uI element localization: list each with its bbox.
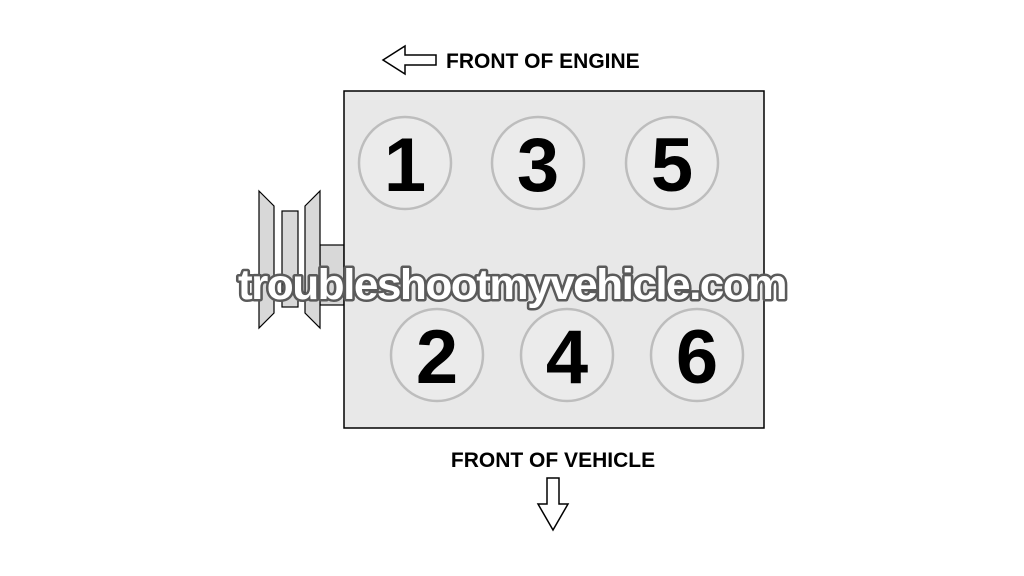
arrow-left-icon — [381, 44, 437, 76]
watermark-text: troubleshootmyvehicle.com — [238, 261, 786, 309]
front-of-vehicle-label: FRONT OF VEHICLE — [451, 449, 655, 472]
cylinder-3: 3 — [490, 115, 586, 211]
cylinder-1: 1 — [357, 115, 453, 211]
cylinder-5: 5 — [624, 115, 720, 211]
cylinder-6: 6 — [649, 307, 745, 403]
cylinder-number: 4 — [546, 315, 588, 400]
cylinder-4: 4 — [519, 307, 615, 403]
front-of-engine-label: FRONT OF ENGINE — [446, 50, 640, 73]
cylinder-number: 6 — [676, 315, 718, 400]
cylinder-number: 2 — [416, 315, 458, 400]
arrow-down-icon — [536, 477, 570, 532]
cylinder-number: 5 — [651, 123, 693, 208]
cylinder-2: 2 — [389, 307, 485, 403]
cylinder-number: 1 — [384, 123, 426, 208]
cylinder-number: 3 — [517, 123, 559, 208]
crankshaft-pulley-icon — [258, 189, 345, 330]
